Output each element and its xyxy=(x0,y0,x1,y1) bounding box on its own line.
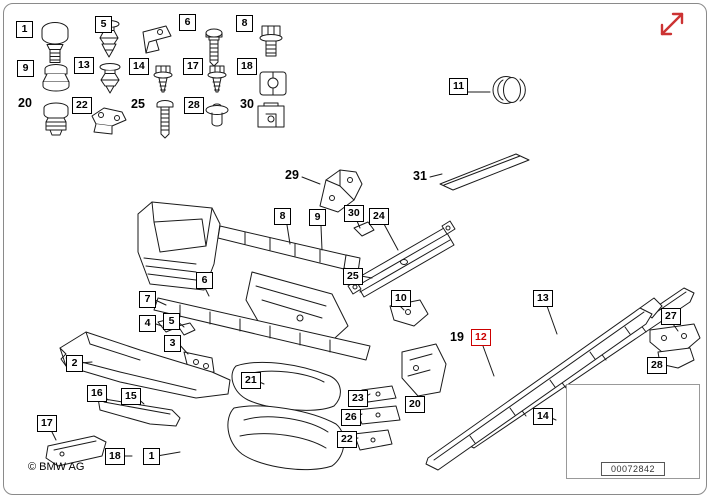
part-label-diagram-29[interactable]: 29 xyxy=(285,168,299,182)
part-label-diagram-7[interactable]: 7 xyxy=(139,291,156,308)
part-label-diagram-27[interactable]: 27 xyxy=(661,308,681,325)
fastener-grid-art xyxy=(41,20,526,139)
part-label-diagram-22[interactable]: 22 xyxy=(337,431,357,448)
part-label-diagram-18[interactable]: 18 xyxy=(105,448,125,465)
fastener-13-art xyxy=(99,63,121,94)
fastener-14-art xyxy=(153,65,173,93)
fastener-8-art xyxy=(259,25,283,57)
fastener-9-art xyxy=(42,64,70,92)
part-label-grid-6[interactable]: 6 xyxy=(179,14,196,31)
part-label-diagram-1[interactable]: 1 xyxy=(143,448,160,465)
copyright-text: © BMW AG xyxy=(28,461,85,473)
fastener-25-art xyxy=(156,100,174,139)
part-label-diagram-26[interactable]: 26 xyxy=(341,409,361,426)
part-label-diagram-4[interactable]: 4 xyxy=(139,315,156,332)
part-label-diagram-14[interactable]: 14 xyxy=(533,408,553,425)
fastener-22-art xyxy=(91,107,127,135)
bracket-20-art xyxy=(401,343,447,397)
fastener-6-art xyxy=(142,25,223,67)
part-label-grid-5[interactable]: 5 xyxy=(95,16,112,33)
part-label-grid-20[interactable]: 20 xyxy=(18,96,32,110)
part-11-art xyxy=(492,76,526,104)
part-label-diagram-20[interactable]: 20 xyxy=(405,396,425,413)
part-label-grid-14[interactable]: 14 xyxy=(129,58,149,75)
fastener-1-art xyxy=(41,22,69,63)
strip-31-art xyxy=(439,153,530,191)
part-label-diagram-13[interactable]: 13 xyxy=(533,290,553,307)
fastener-18-art xyxy=(259,71,287,96)
part-label-grid-30[interactable]: 30 xyxy=(240,97,254,111)
fastener-30-art xyxy=(257,102,285,128)
expand-icon[interactable] xyxy=(660,12,684,36)
strip-15-16-art xyxy=(97,397,181,427)
part-label-diagram-23[interactable]: 23 xyxy=(348,390,368,407)
part-label-diagram-25[interactable]: 25 xyxy=(343,268,363,285)
sill-strip-front-art xyxy=(425,297,663,471)
part-label-diagram-9[interactable]: 9 xyxy=(309,209,326,226)
part-label-diagram-24[interactable]: 24 xyxy=(369,208,389,225)
part-label-diagram-6[interactable]: 6 xyxy=(196,272,213,289)
apron-panel-2-art xyxy=(59,331,231,399)
strip-17-art xyxy=(45,435,107,467)
bracket-29-art xyxy=(319,169,363,213)
part-label-diagram-2[interactable]: 2 xyxy=(66,355,83,372)
part-label-grid-17[interactable]: 17 xyxy=(183,58,203,75)
fastener-17-art xyxy=(207,65,227,93)
crossmember-24-art xyxy=(347,220,456,298)
part-label-diagram-3[interactable]: 3 xyxy=(164,335,181,352)
part-label-grid-22[interactable]: 22 xyxy=(72,97,92,114)
part-label-grid-11[interactable]: 11 xyxy=(449,78,469,95)
part-label-diagram-16[interactable]: 16 xyxy=(87,385,107,402)
part-label-diagram-8[interactable]: 8 xyxy=(274,208,291,225)
part-label-grid-13[interactable]: 13 xyxy=(74,57,94,74)
part-label-diagram-15[interactable]: 15 xyxy=(121,388,141,405)
part-label-diagram-21[interactable]: 21 xyxy=(241,372,261,389)
part-label-diagram-12[interactable]: 12 xyxy=(471,329,491,346)
part-label-diagram-19[interactable]: 19 xyxy=(450,330,464,344)
part-label-grid-1[interactable]: 1 xyxy=(16,21,33,38)
car-thumbnail-box: 00072842 xyxy=(566,384,700,479)
part-label-diagram-28[interactable]: 28 xyxy=(647,357,667,374)
part-label-grid-25[interactable]: 25 xyxy=(131,97,145,111)
diagram-number: 00072842 xyxy=(600,462,666,476)
cover-1-art xyxy=(227,405,345,471)
bracket-10-art xyxy=(389,299,429,327)
part-label-grid-18[interactable]: 18 xyxy=(237,58,257,75)
part-label-diagram-30[interactable]: 30 xyxy=(344,205,364,222)
part-label-grid-9[interactable]: 9 xyxy=(17,60,34,77)
part-label-diagram-10[interactable]: 10 xyxy=(391,290,411,307)
part-label-grid-28[interactable]: 28 xyxy=(184,97,204,114)
brackets-27-28-art xyxy=(649,323,701,369)
part-label-diagram-5[interactable]: 5 xyxy=(163,313,180,330)
part-label-diagram-17[interactable]: 17 xyxy=(37,415,57,432)
fastener-28-art xyxy=(205,103,229,127)
front-frame-art xyxy=(137,201,371,361)
part-label-diagram-31[interactable]: 31 xyxy=(413,169,427,183)
part-label-grid-8[interactable]: 8 xyxy=(236,15,253,32)
fastener-20-art xyxy=(43,102,69,136)
